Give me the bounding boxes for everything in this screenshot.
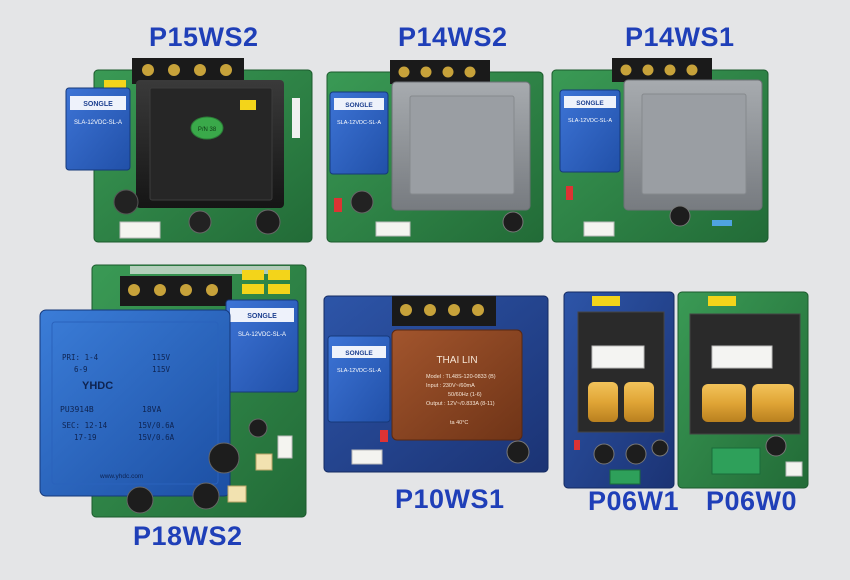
relay-brand: SONGLE: [247, 313, 277, 320]
label-p15ws2: P15WS2: [149, 22, 259, 52]
label-p18ws2: P18WS2: [133, 521, 243, 551]
transformer-yhdc: PRI: 1-4 115V 6-9 115V YHDC PU3914B 18VA…: [39, 309, 231, 497]
pri-1: PRI: 1-4: [62, 353, 99, 362]
brand-logo: YHDC: [82, 380, 113, 392]
sec-2: 17-19: [74, 433, 97, 442]
sec-1: SEC: 12-14: [62, 421, 108, 430]
label-p14ws1: P14WS1: [625, 22, 735, 52]
relay: SONGLE SLA-12VDC-SL-A: [329, 91, 389, 175]
frequency: 50/60Hz (1-6): [448, 392, 482, 398]
relay-model: SLA-12VDC-SL-A: [568, 118, 612, 124]
relay: SONGLE SLA-12VDC-SL-A: [559, 89, 621, 173]
relay-model: SLA-12VDC-SL-A: [74, 120, 122, 126]
label-p06w0: P06W0: [706, 486, 798, 516]
relay-brand: SONGLE: [345, 102, 373, 109]
badge: P/N 38: [198, 127, 217, 133]
sec-2-rating: 15V/0.6A: [138, 433, 175, 442]
relay-brand: SONGLE: [345, 350, 373, 357]
relay-model: SLA-12VDC-SL-A: [337, 120, 381, 126]
model: PU3914B: [60, 405, 94, 414]
terminal-block: [132, 58, 244, 84]
transformer: P/N 38: [136, 80, 284, 208]
label-p10ws1: P10WS1: [395, 484, 505, 514]
terminal-block: [120, 276, 232, 306]
terminal-block: [390, 60, 490, 84]
board-p10ws1: SONGLE SLA-12VDC-SL-A THAI LIN Model : T…: [323, 295, 549, 473]
terminal-block: [392, 296, 496, 326]
label-p06w1: P06W1: [588, 486, 680, 516]
board-p14ws2: SONGLE SLA-12VDC-SL-A: [326, 60, 544, 243]
temp-rating: ta 40°C: [450, 420, 468, 426]
board-p18ws2: SONGLE SLA-12VDC-SL-A PRI: 1-4 115V 6-9 …: [39, 264, 307, 518]
pri-2: 6-9: [74, 365, 88, 374]
relay: SONGLE SLA-12VDC-SL-A: [327, 335, 391, 423]
terminal-block: [612, 58, 712, 82]
va-rating: 18VA: [142, 405, 161, 414]
relay-brand: SONGLE: [83, 101, 113, 108]
model: Model : TL48S-120-0833 (B): [426, 374, 496, 380]
pri-2-voltage: 115V: [152, 365, 171, 374]
transformer-thai-lin: THAI LIN Model : TL48S-120-0833 (B) Inpu…: [391, 329, 523, 441]
board-p06w1: [563, 291, 675, 489]
board-p14ws1: SONGLE SLA-12VDC-SL-A: [551, 58, 769, 243]
board-p15ws2: SONGLE SLA-12VDC-SL-A P/N 38: [65, 58, 313, 243]
pri-1-voltage: 115V: [152, 353, 171, 362]
transformer: [623, 79, 763, 211]
sec-1-rating: 15V/0.6A: [138, 421, 175, 430]
relay-model: SLA-12VDC-SL-A: [238, 332, 286, 338]
brand: THAI LIN: [436, 355, 477, 366]
website: www.yhdc.com: [99, 473, 143, 480]
relay: SONGLE SLA-12VDC-SL-A: [65, 87, 131, 171]
input: Input : 230V~/60mA: [426, 383, 475, 389]
relay-brand: SONGLE: [576, 100, 604, 107]
relay-model: SLA-12VDC-SL-A: [337, 368, 381, 374]
relay: SONGLE SLA-12VDC-SL-A: [225, 299, 299, 393]
label-p14ws2: P14WS2: [398, 22, 508, 52]
output: Output : 12V~/0.833A (8-11): [426, 401, 495, 407]
board-p06w0: [677, 291, 809, 489]
transformer: [391, 81, 531, 211]
